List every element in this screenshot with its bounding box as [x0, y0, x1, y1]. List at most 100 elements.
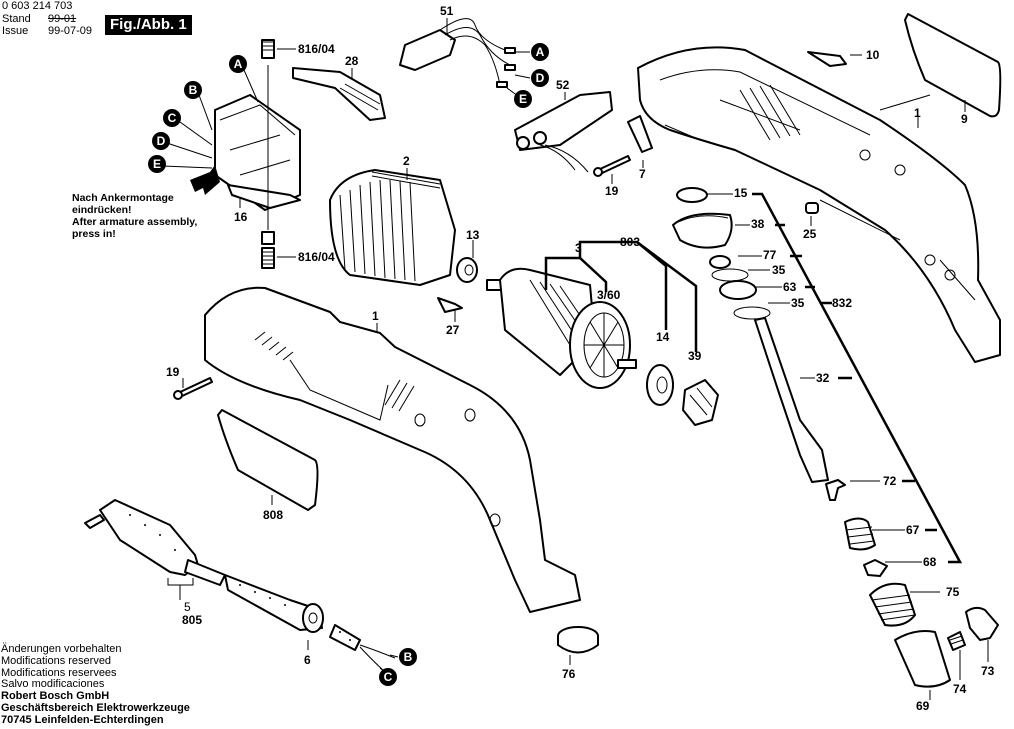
assembly-note: Nach Ankermontage eindrücken! After arma… [72, 192, 197, 240]
part-label-73: 73 [981, 664, 995, 678]
part-label-35-upper: 35 [772, 263, 786, 277]
note-line-2: eindrücken! [72, 204, 132, 216]
part-label-3-60: 3/60 [597, 288, 621, 302]
part-label-3: 3 [575, 241, 582, 255]
footer-line-2: Modifications reserved [1, 654, 112, 667]
cover-plate-808 [217, 409, 319, 511]
part-label-28: 28 [345, 54, 359, 68]
cover-plate-9 [904, 13, 1002, 118]
cord-sleeve-6 [224, 574, 323, 631]
part-label-63: 63 [783, 280, 797, 294]
wire-marker-c-brush: C [163, 109, 181, 127]
circlip-35-upper [711, 268, 749, 282]
part-label-16: 16 [234, 210, 248, 224]
wire-marker-e-switch: E [514, 90, 532, 108]
housing-left-half [204, 286, 581, 613]
part-label-67: 67 [906, 523, 920, 537]
part-label-75: 75 [946, 585, 960, 599]
wire-marker-c-cord: C [379, 668, 397, 686]
part-label-2: 2 [403, 154, 410, 168]
part-label-15: 15 [734, 186, 748, 200]
part-label-6: 6 [304, 653, 311, 667]
part-label-32: 32 [816, 371, 830, 385]
stand-value: 99-01 [48, 13, 77, 25]
bearing-14 [646, 364, 674, 406]
wire-marker-e-brush: E [148, 155, 166, 173]
bracket-lines [544, 192, 963, 564]
part-label-805: 805 [182, 613, 203, 627]
part-label-14: 14 [656, 330, 670, 344]
sleeve-69 [894, 630, 951, 688]
part-label-25: 25 [803, 227, 817, 241]
part-label-52: 52 [556, 78, 570, 92]
wire-marker-b-cord: B [399, 648, 417, 666]
issue-label: Issue [2, 25, 29, 37]
brush-holder-16 [214, 39, 301, 269]
footer-address: 70745 Leinfelden-Echterdingen [1, 713, 164, 726]
bevel-gear-38 [672, 212, 733, 249]
housing-right-half [637, 46, 1001, 363]
part-label-803: 803 [620, 235, 641, 249]
part-label-51: 51 [440, 4, 454, 18]
footer-line-3: Modifications reservees [1, 666, 117, 679]
circlip-35-lower [733, 306, 771, 320]
part-label-76: 76 [562, 667, 576, 681]
part-label-808: 808 [263, 508, 284, 522]
part-label-38: 38 [751, 217, 765, 231]
spindle-32 [754, 317, 829, 483]
nut-68 [863, 559, 888, 577]
stator-2 [329, 169, 456, 286]
note-line-3: After armature assembly, [72, 216, 198, 228]
part-label-9: 9 [961, 112, 968, 126]
clamp-7 [627, 115, 653, 153]
press-arrow-icon [190, 165, 220, 195]
switch-51 [399, 18, 516, 88]
part-label-19-left: 19 [166, 365, 180, 379]
part-label-39: 39 [688, 349, 702, 363]
part-label-816-04-bottom: 816/04 [298, 250, 335, 264]
part-label-816-04-top: 816/04 [298, 42, 335, 56]
part-label-10: 10 [866, 48, 880, 62]
pin-25 [805, 202, 819, 214]
wire-marker-a-brush: A [229, 55, 247, 73]
bearing-63 [719, 280, 757, 300]
part-label-68: 68 [923, 555, 937, 569]
spring-74 [947, 631, 966, 651]
wire-marker-d-switch: D [531, 69, 549, 87]
bearing-15 [676, 187, 708, 203]
part-label-5: 5 [184, 600, 191, 614]
figure-title: Fig./Abb. 1 [105, 15, 192, 35]
brush-cover-28 [292, 67, 386, 121]
cord-end [329, 624, 361, 651]
wire-marker-d-brush: D [152, 132, 170, 150]
lever-72 [825, 479, 846, 501]
part-label-832: 832 [832, 296, 853, 310]
stand-label: Stand [2, 13, 31, 25]
part-label-69: 69 [916, 699, 930, 713]
plug-5 [99, 499, 199, 576]
part-label-74: 74 [953, 682, 967, 696]
part-label-27: 27 [446, 323, 460, 337]
label-plate-10 [807, 51, 847, 67]
wire-marker-a-switch: A [531, 43, 549, 61]
part-number: 0 603 214 703 [2, 0, 73, 12]
part-label-1-right: 1 [914, 106, 921, 120]
note-line-1: Nach Ankermontage [72, 192, 174, 204]
part-label-77: 77 [763, 248, 777, 262]
footer-line-1: Änderungen vorbehalten [1, 643, 122, 655]
switch-52 [514, 91, 613, 173]
footer-line-4: Salvo modificaciones [1, 678, 105, 691]
wire-marker-b-brush: B [184, 81, 202, 99]
part-label-13: 13 [466, 228, 480, 242]
latch-73 [965, 606, 999, 641]
clip-27 [437, 297, 463, 313]
part-label-1-left: 1 [372, 309, 379, 323]
armature-3 [486, 267, 637, 389]
footer-division: Geschäftsbereich Elektrowerkzeuge [1, 701, 190, 714]
footer-company: Robert Bosch GmbH [1, 690, 110, 703]
washer-77 [709, 255, 731, 269]
part-label-35-lower: 35 [791, 296, 805, 310]
part-label-72: 72 [883, 474, 897, 488]
footer: Änderungen vorbehalten Modifications res… [1, 643, 190, 727]
